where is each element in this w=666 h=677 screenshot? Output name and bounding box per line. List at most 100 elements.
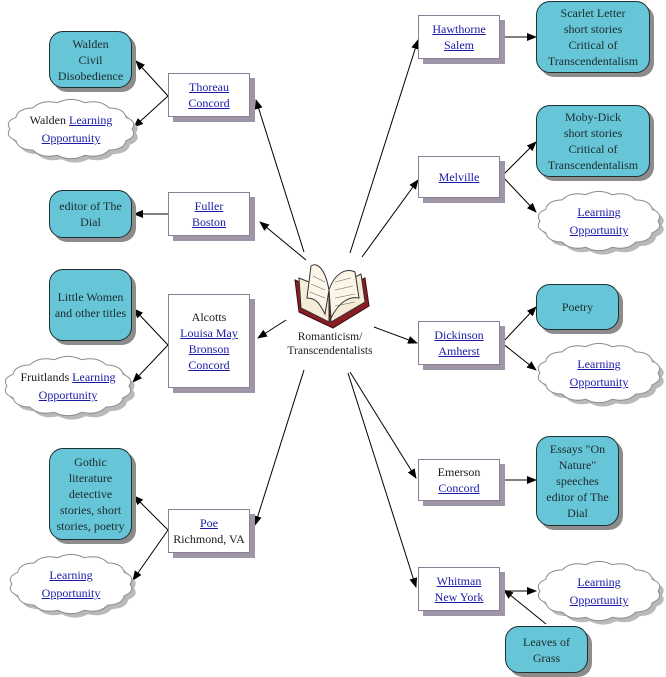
label-richmond-va: Richmond, VA — [173, 532, 245, 546]
edge-melville-cloud — [501, 175, 537, 213]
edge-center-emerson — [349, 371, 417, 479]
learning-opportunity-link[interactable]: Opportunity — [38, 388, 98, 402]
edge-center-fuller — [259, 221, 307, 261]
link-concord[interactable]: Concord — [188, 358, 230, 372]
label-emerson: Emerson — [437, 465, 481, 479]
learning-opportunity-link[interactable]: Learning — [49, 568, 93, 582]
work-text-line: Poetry — [561, 300, 594, 314]
edge-center-hawthorne — [349, 39, 420, 254]
cloud-outline — [537, 190, 661, 252]
edge-poe-work — [133, 495, 169, 531]
cloud-outline — [7, 98, 135, 160]
link-new-york[interactable]: New York — [434, 590, 484, 604]
work-node-dickinson: Poetry — [536, 284, 619, 330]
learning-opportunity-link[interactable]: Opportunity — [569, 375, 629, 389]
learning-opportunity-link[interactable]: Learning — [577, 205, 621, 219]
learning-opportunity-link[interactable]: Opportunity — [41, 131, 101, 145]
link-concord[interactable]: Concord — [438, 481, 480, 495]
cloud-outline — [9, 553, 133, 615]
link-louisa-may[interactable]: Louisa May — [180, 326, 238, 340]
work-text-line: Transcendentalism — [547, 158, 639, 172]
cloud-shape — [537, 342, 664, 407]
work-text-line: speeches — [556, 474, 599, 488]
learning-opportunity-link[interactable]: Learning — [69, 113, 113, 127]
work-text-line: Civil — [78, 52, 103, 67]
work-text-line: Dial — [80, 215, 101, 229]
learning-opportunity-link[interactable]: Learning — [577, 357, 621, 371]
cloud-prefix: Walden — [29, 113, 70, 127]
work-text-line: Critical of — [568, 142, 618, 156]
edge-alcotts-work — [133, 308, 169, 346]
learning-opportunity-link[interactable]: Learning — [577, 575, 621, 589]
link-thoreau[interactable]: Thoreau — [189, 80, 229, 94]
link-bronson[interactable]: Bronson — [188, 342, 230, 356]
edge-center-thoreau — [254, 99, 305, 253]
learning-opportunity-link[interactable]: Learning — [72, 370, 116, 384]
work-text-line: and other titles — [54, 306, 127, 320]
edge-dickinson-work — [501, 306, 537, 344]
link-dickinson[interactable]: Dickinson — [434, 328, 484, 342]
cloud-outline — [537, 342, 661, 404]
link-melville[interactable]: Melville — [438, 170, 480, 184]
edge-poe-cloud — [132, 529, 169, 581]
edge-center-whitman — [347, 372, 418, 588]
link-poe[interactable]: Poe — [200, 516, 218, 530]
cloud-shape — [537, 190, 664, 255]
central-topic-title-line2: Transcendentalists — [287, 345, 373, 357]
link-whitman[interactable]: Whitman — [436, 574, 482, 588]
cloud-shape — [537, 560, 664, 625]
author-node-melville: Melville — [418, 156, 500, 198]
label-alcotts: Alcotts — [191, 310, 227, 324]
cloud-prefix: Fruitlands — [20, 370, 73, 384]
cloud-text-line1: Learning — [577, 573, 620, 591]
edge-center-dickinson — [373, 326, 418, 344]
cloud-text-line2: Opportunity — [570, 591, 629, 609]
learning-opportunity-link[interactable]: Opportunity — [569, 593, 629, 607]
edge-alcotts-cloud — [132, 344, 169, 383]
work-text-line: stories, poetry — [56, 519, 125, 533]
work-text-line: editor of The — [59, 199, 122, 213]
link-salem[interactable]: Salem — [444, 38, 474, 52]
link-concord[interactable]: Concord — [188, 96, 230, 110]
cloud-text-line1: Walden Learning — [30, 111, 113, 129]
learning-opportunity-link[interactable]: Opportunity — [569, 223, 629, 237]
cloud-shape — [9, 553, 136, 618]
cloud-shape — [4, 355, 135, 420]
edge-thoreau-work — [135, 60, 169, 97]
learning-opportunity-link[interactable]: Opportunity — [41, 586, 101, 600]
cloud-text-line2: Opportunity — [570, 373, 629, 391]
work-text-line: Scarlet Letter — [560, 6, 626, 20]
edge-center-poe — [253, 369, 305, 526]
link-fuller[interactable]: Fuller — [194, 199, 224, 213]
work-text-line: editor of The — [546, 490, 609, 504]
link-hawthorne[interactable]: Hawthorne — [432, 22, 486, 36]
work-text-line: Dial — [567, 506, 588, 520]
edge-dickinson-cloud — [501, 342, 537, 371]
cloud-text-line2: Opportunity — [42, 584, 101, 602]
cloud-outline — [537, 560, 661, 622]
work-text-line: Essays "On — [549, 442, 606, 456]
work-text-line: Walden — [72, 36, 109, 51]
link-amherst[interactable]: Amherst — [438, 344, 480, 358]
link-boston[interactable]: Boston — [191, 215, 226, 229]
